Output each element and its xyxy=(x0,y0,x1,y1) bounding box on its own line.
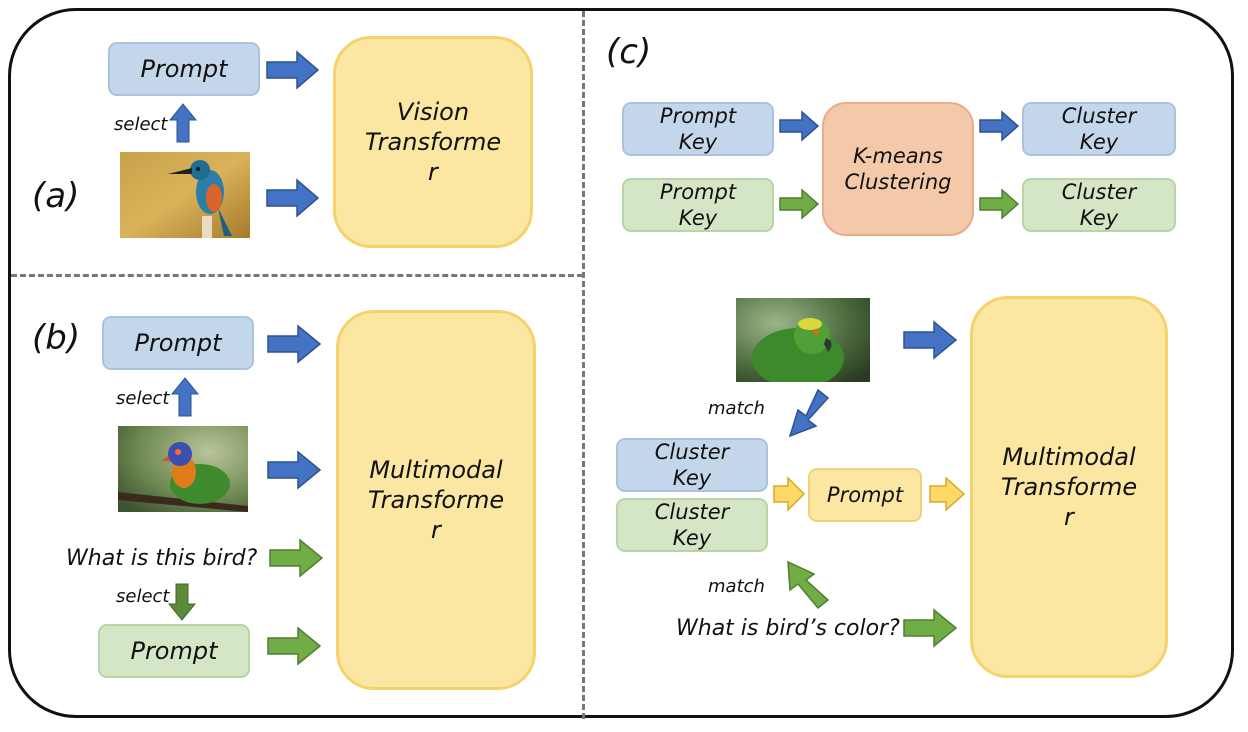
panel-label-b: (b) xyxy=(32,318,81,358)
lorikeet-photo xyxy=(118,426,248,512)
cluster-key-green-lower: Cluster Key xyxy=(616,498,768,552)
match-label-top: match xyxy=(708,398,765,419)
prompt-box-a: Prompt xyxy=(108,42,260,96)
multimodal-transformer-b: Multimodal Transforme r xyxy=(336,310,536,690)
question-c: What is bird’s color? xyxy=(676,616,900,641)
arrow-right-blue-b1 xyxy=(267,324,322,364)
outer-frame xyxy=(8,8,1234,718)
question-b: What is this bird? xyxy=(66,546,258,571)
panel-label-c: (c) xyxy=(606,32,652,72)
select-label-a: select xyxy=(114,114,168,135)
arrow-right-green-c3 xyxy=(903,608,958,648)
arrow-diag-green-match xyxy=(787,560,830,610)
multimodal-transformer-c: Multimodal Transforme r xyxy=(970,296,1168,678)
cluster-key-green-top: Cluster Key xyxy=(1022,178,1176,232)
vertical-divider xyxy=(582,11,585,719)
select-label-b-bottom: select xyxy=(116,586,170,607)
vision-transformer-a: Vision Transforme r xyxy=(333,36,533,248)
prompt-box-c: Prompt xyxy=(808,468,922,522)
arrow-right-blue-c2 xyxy=(979,110,1020,142)
arrow-right-green-b2 xyxy=(267,626,322,666)
match-label-bottom: match xyxy=(708,576,765,597)
arrow-right-blue-c1 xyxy=(779,110,820,142)
horizontal-divider xyxy=(11,274,583,277)
cluster-key-blue-top: Cluster Key xyxy=(1022,102,1176,156)
prompt-box-b-top: Prompt xyxy=(102,316,254,370)
prompt-key-blue: Prompt Key xyxy=(622,102,774,156)
arrow-right-blue-b2 xyxy=(267,450,322,490)
parrot-photo xyxy=(736,298,870,382)
arrow-diag-blue-match xyxy=(788,388,830,438)
arrow-right-blue-a2 xyxy=(266,178,320,218)
arrow-down-green-b xyxy=(167,583,197,621)
arrow-right-green-c1 xyxy=(779,188,820,220)
arrow-up-blue-b xyxy=(170,377,200,417)
select-label-b-top: select xyxy=(116,388,170,409)
arrow-right-green-b1 xyxy=(269,538,324,578)
arrow-right-blue-c3 xyxy=(903,320,958,360)
arrow-right-yellow-c1 xyxy=(773,476,806,512)
cluster-key-blue-lower: Cluster Key xyxy=(616,438,768,492)
prompt-box-b-bottom: Prompt xyxy=(98,624,250,678)
kingfisher-photo xyxy=(120,152,250,238)
arrow-up-blue-a xyxy=(168,103,198,143)
panel-label-a: (a) xyxy=(32,176,80,216)
arrow-right-blue-a1 xyxy=(266,50,320,90)
arrow-right-yellow-c2 xyxy=(929,476,966,512)
prompt-key-green: Prompt Key xyxy=(622,178,774,232)
arrow-right-green-c2 xyxy=(979,188,1020,220)
kmeans-clustering-box: K-means Clustering xyxy=(822,102,974,236)
